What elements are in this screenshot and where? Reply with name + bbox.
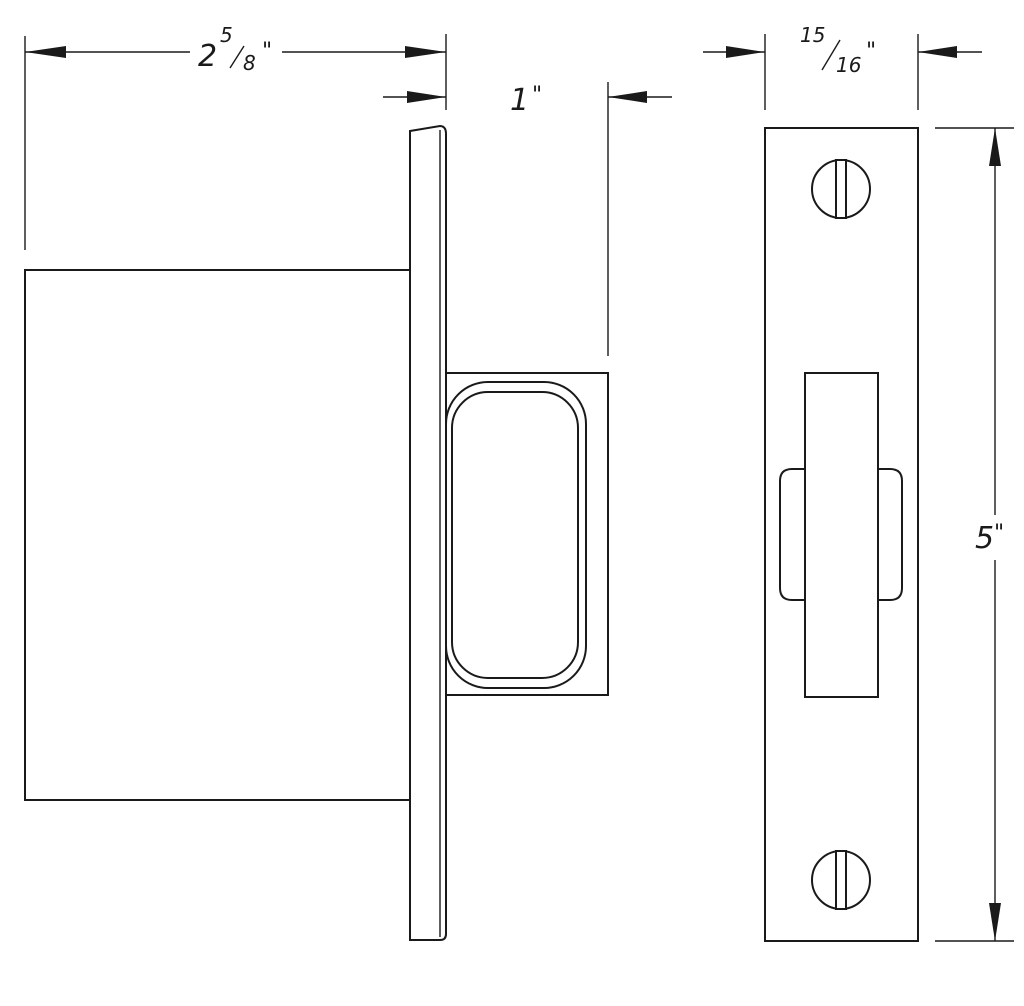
depth-dimension: 2 5 8 "	[24, 23, 447, 250]
depth-unit: "	[262, 39, 272, 64]
height-unit: "	[994, 521, 1004, 546]
depth-denominator: 8	[243, 51, 256, 75]
roller-face	[804, 372, 879, 698]
projection-dimension: 1 "	[383, 82, 672, 356]
top-screw	[811, 159, 871, 219]
depth-numerator: 5	[220, 23, 233, 47]
width-unit: "	[866, 39, 876, 64]
projection-value: 1	[510, 83, 529, 118]
width-denominator: 16	[836, 53, 861, 77]
height-dimension: 5 "	[935, 127, 1014, 942]
depth-whole: 2	[198, 39, 217, 74]
latch-body	[24, 269, 412, 801]
roller-inner	[451, 391, 579, 679]
side-view	[24, 124, 609, 941]
latch-tab	[779, 468, 805, 601]
width-dimension: 15 16 "	[703, 23, 982, 110]
projection-unit: "	[532, 83, 542, 108]
front-view	[764, 127, 919, 942]
height-value: 5	[975, 521, 994, 556]
bottom-screw	[811, 850, 871, 910]
face-plate-front	[764, 127, 919, 942]
roller-housing	[445, 372, 609, 696]
width-numerator: 15	[800, 23, 825, 47]
face-plate-side	[409, 124, 447, 941]
roller-outer	[445, 381, 587, 689]
